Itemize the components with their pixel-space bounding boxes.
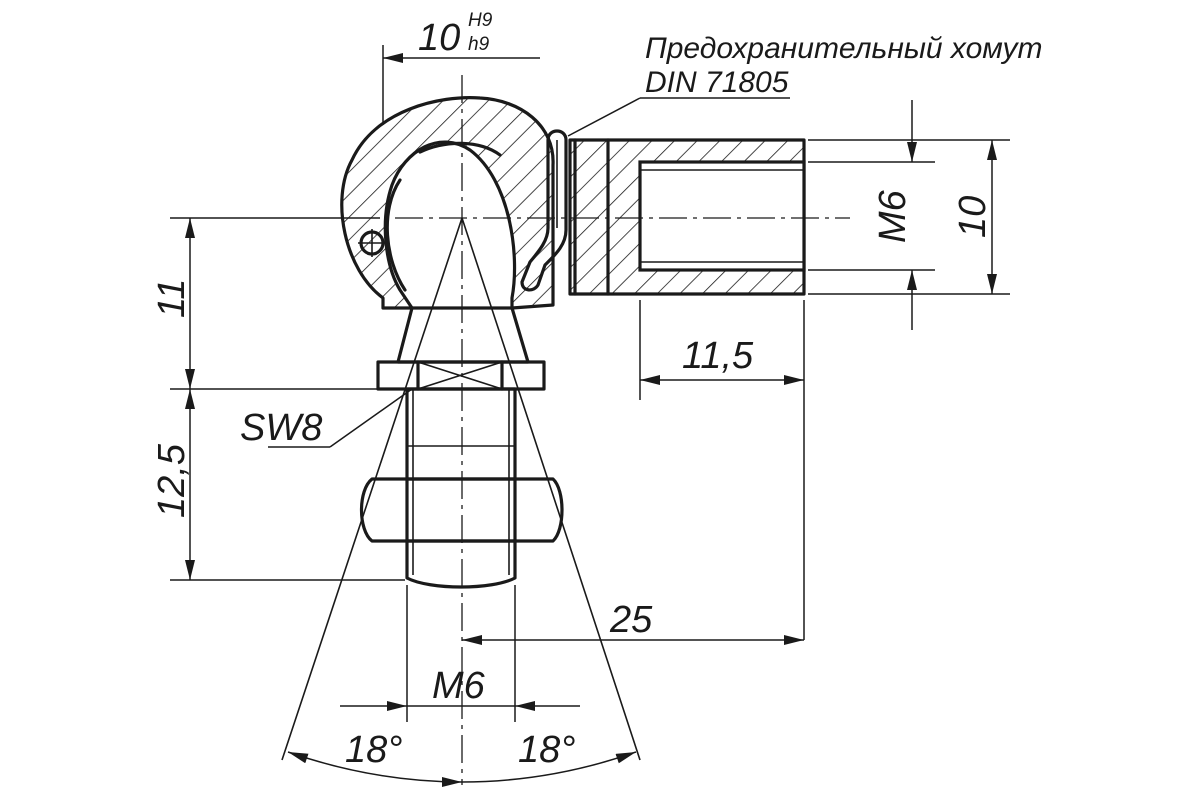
dim-length-25: 25 xyxy=(462,599,804,645)
angle-cone-lines xyxy=(281,217,641,761)
dim-bore-value: 10 xyxy=(418,17,460,59)
dim-length-11-5-value: 11,5 xyxy=(682,335,754,377)
dim-length-25-value: 25 xyxy=(609,599,653,641)
clip-note-line2: DIN 71805 xyxy=(645,66,789,99)
ball-cavity xyxy=(385,178,407,292)
dim-wrench-size: SW8 xyxy=(240,388,413,449)
dim-right-thread-value: M6 xyxy=(872,189,914,243)
dim-angle-right-value: 18° xyxy=(518,729,575,771)
dim-height-12-5-value: 12,5 xyxy=(151,443,193,518)
clip-note: Предохранительный хомут DIN 71805 xyxy=(567,32,1043,137)
dim-right-outer-value: 10 xyxy=(952,196,994,238)
dim-bore-diameter: 10 H9 h9 xyxy=(382,10,540,125)
dim-height-11-value: 11 xyxy=(151,279,193,318)
dim-right-thread: M6 xyxy=(808,100,935,330)
dim-right-outer: 10 xyxy=(808,139,1010,295)
stud-shank xyxy=(405,387,517,575)
dim-height-12-5: 12,5 xyxy=(151,389,405,581)
hex-nut xyxy=(360,477,564,543)
clip-note-line1: Предохранительный хомут xyxy=(645,32,1043,65)
dim-height-11: 11 xyxy=(151,217,380,390)
socket-housing xyxy=(340,96,555,310)
dim-angle-left-value: 18° xyxy=(345,729,402,771)
stud-collar xyxy=(376,360,546,391)
dim-bottom-thread: M6 xyxy=(340,585,580,722)
dim-bore-upper-tol: H9 xyxy=(468,10,493,31)
stud-end xyxy=(405,539,517,589)
dim-length-11-5: 11,5 xyxy=(639,300,805,640)
threaded-sleeve xyxy=(568,138,806,296)
dim-angle: 18° 18° xyxy=(287,729,637,787)
dim-wrench-value: SW8 xyxy=(240,407,322,449)
dim-bottom-thread-value: M6 xyxy=(432,665,486,707)
socket-pin-hole xyxy=(358,229,386,257)
dim-bore-lower-tol: h9 xyxy=(468,34,490,55)
safety-clip xyxy=(520,129,568,292)
